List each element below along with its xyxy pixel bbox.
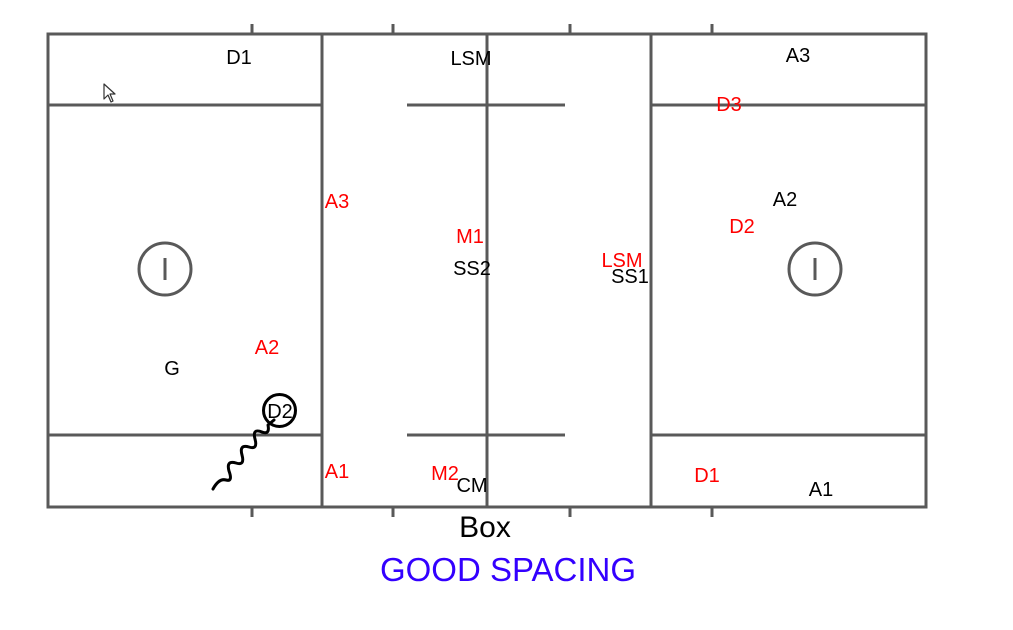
player-a3-left: A3 — [324, 191, 350, 213]
formation-subcaption: GOOD SPACING — [379, 551, 637, 588]
player-d1-top-left: D1 — [226, 47, 252, 69]
player-d3-right: D3 — [716, 94, 742, 116]
dodge-path-squiggle — [211, 418, 276, 491]
player-a2-right: A2 — [772, 189, 798, 211]
player-d1-right: D1 — [694, 465, 720, 487]
player-a2-left: A2 — [254, 337, 280, 359]
mouse-pointer-icon — [103, 83, 116, 103]
player-d2-right: D2 — [729, 216, 755, 238]
player-ss2-center: SS2 — [453, 258, 491, 280]
player-a3-top-right: A3 — [785, 45, 811, 67]
player-a1-left: A1 — [324, 461, 350, 483]
player-lsm-top: LSM — [450, 48, 492, 70]
player-lsm-right: LSM — [601, 250, 643, 272]
player-a1-right: A1 — [808, 479, 834, 501]
player-m2-center: M2 — [431, 463, 459, 485]
player-g-goalie: G — [164, 358, 180, 380]
ball-carrier-ring — [262, 393, 297, 428]
player-m1-center: M1 — [456, 226, 484, 248]
player-d2-ball-carrier: D2 — [267, 401, 293, 423]
formation-caption: Box — [459, 511, 511, 544]
player-cm-center: CM — [456, 475, 488, 497]
player-ss1-right: SS1 — [611, 266, 649, 288]
